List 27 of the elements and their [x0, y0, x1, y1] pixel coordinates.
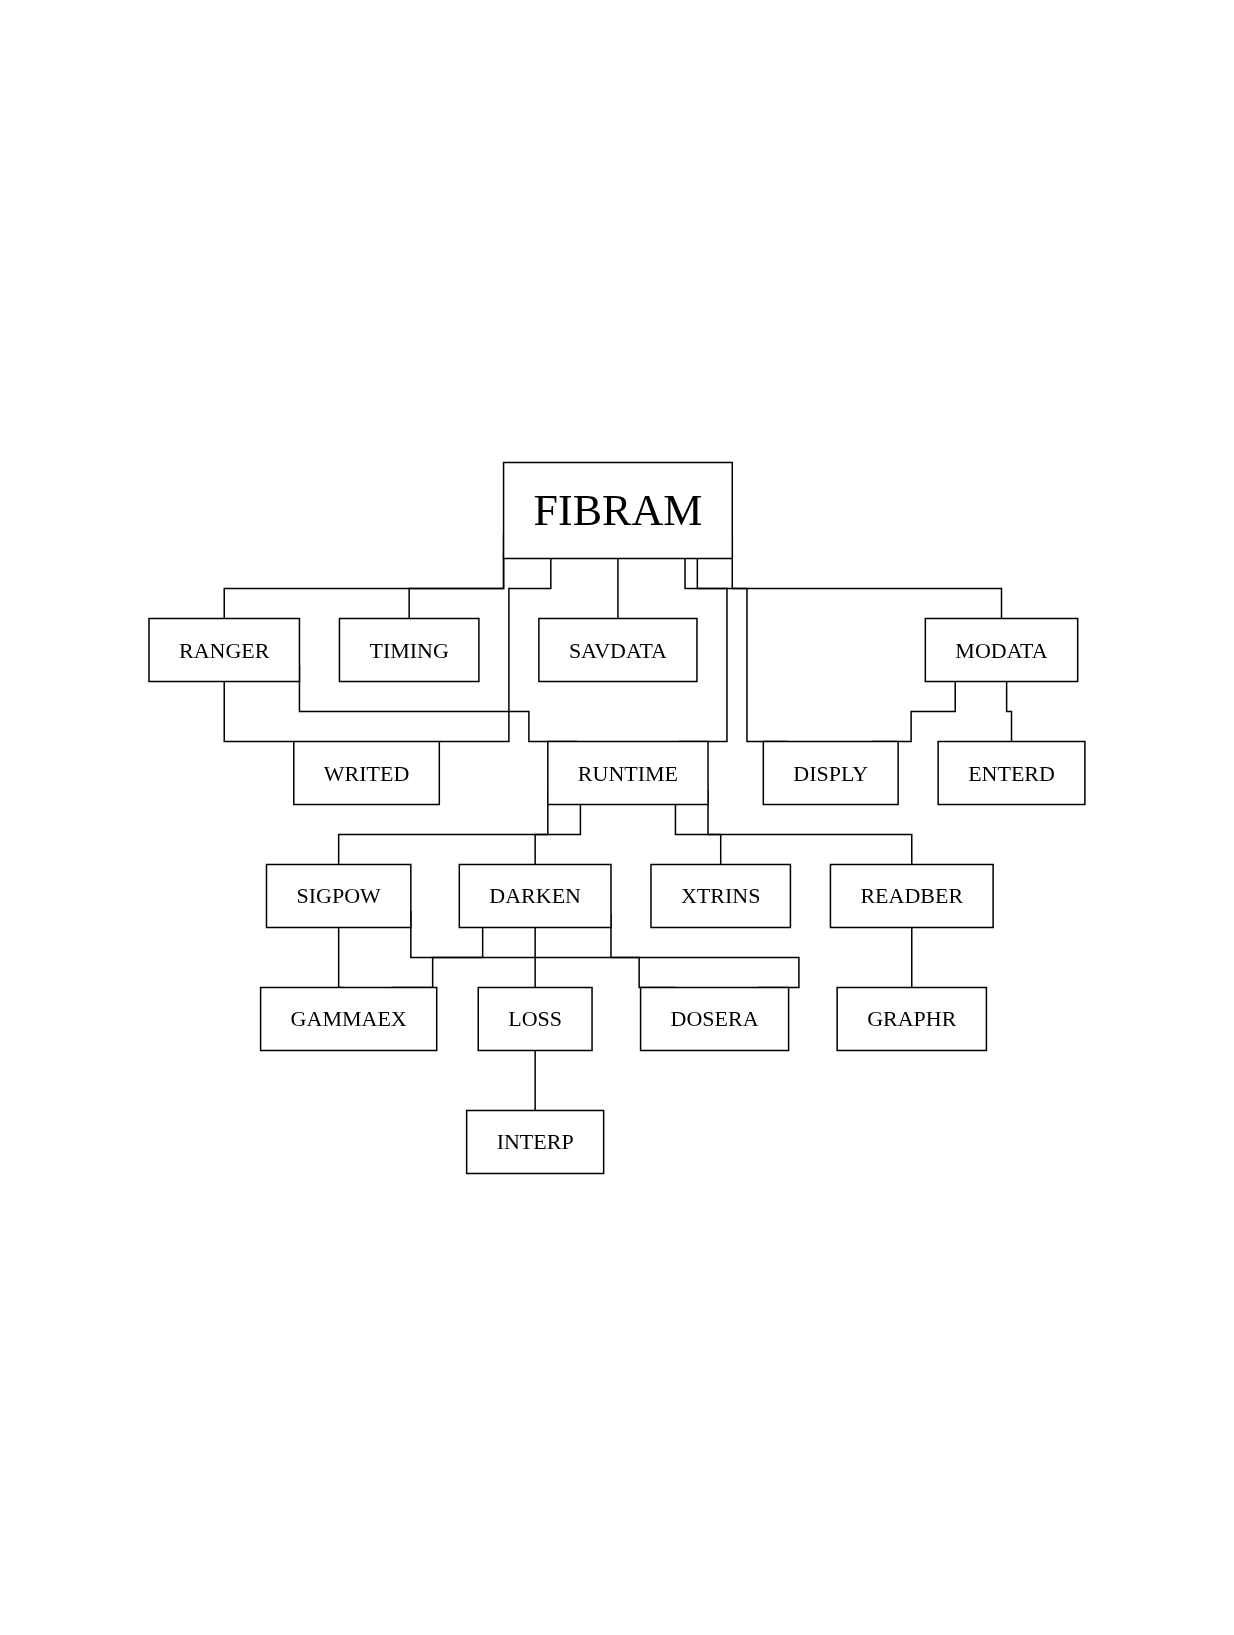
node-box: DOSERA: [639, 986, 790, 1051]
node-box: MODATA: [924, 617, 1079, 682]
connector: [534, 803, 582, 865]
node-box: DARKEN: [458, 863, 612, 928]
connector: [534, 926, 536, 988]
node-box: DISPLY: [762, 740, 899, 805]
connector: [223, 680, 295, 742]
node-box: TIMING: [338, 617, 480, 682]
node-box: INTERP: [465, 1109, 605, 1174]
node-box: GRAPHR: [836, 986, 988, 1051]
connector: [1005, 680, 1013, 742]
connector: [674, 803, 722, 865]
node-box: FIBRAM: [502, 461, 734, 559]
node-box: READBER: [829, 863, 994, 928]
connector: [617, 557, 619, 619]
node-box: SIGPOW: [265, 863, 412, 928]
connector: [534, 1049, 536, 1111]
connector: [438, 557, 552, 742]
node-box: XTRINS: [650, 863, 792, 928]
node-box: GAMMAEX: [259, 986, 438, 1051]
node-box: LOSS: [477, 986, 593, 1051]
connector: [911, 926, 913, 988]
node-box: SAVDATA: [538, 617, 698, 682]
node-box: WRITED: [293, 740, 441, 805]
node-box: RANGER: [148, 617, 301, 682]
node-box: RUNTIME: [547, 740, 709, 805]
node-box: ENTERD: [937, 740, 1086, 805]
